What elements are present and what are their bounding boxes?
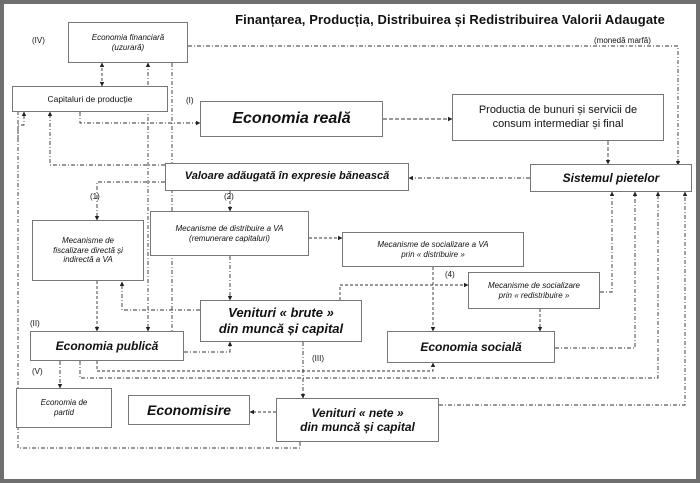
box-venituri-nete: Venituri « nete » din muncă și capital: [276, 398, 439, 442]
label-moneda-marfa: (monedă marfă): [594, 36, 651, 45]
connector-publica-piete: [79, 191, 661, 379]
label-ii: (II): [30, 319, 40, 328]
box-economia-publica: Economia publică: [30, 331, 184, 361]
box-productia: Productia de bunuri și servicii de consu…: [452, 94, 664, 141]
label-i: (I): [186, 96, 194, 105]
box-mecanisme-fiscalizare: Mecanisme de fiscalizare directă și indi…: [32, 220, 144, 281]
connector-publica-sociala: [96, 361, 436, 372]
connector-capitaluri-reala: [79, 112, 201, 126]
box-capitaluri-productie: Capitaluri de producție: [12, 86, 168, 112]
connector-valoare-fiscalizare: [94, 181, 165, 221]
box-mecanisme-socializare-distribuire: Mecanisme de socializare a VA prin « dis…: [342, 232, 524, 267]
label-2: (2): [224, 192, 234, 201]
label-iv: (IV): [32, 36, 45, 45]
label-4: (4): [445, 270, 455, 279]
connector-sociala-piete: [555, 191, 638, 349]
connector-brute-redistribuire: [339, 282, 469, 300]
box-mecanisme-socializare-redistribuire: Mecanisme de socializare prin « redistri…: [468, 272, 600, 309]
box-mecanisme-distribuire: Mecanisme de distribuire a VA (remunerar…: [150, 211, 309, 256]
box-economia-partid: Economia de partid: [16, 388, 112, 428]
box-valoare-adaugata: Valoare adăugată în expresie bănească: [165, 163, 409, 191]
connector-nete-piete: [439, 191, 688, 406]
connector-brute-fiscalizare: [119, 281, 200, 311]
box-economia-reala: Economia reală: [200, 101, 383, 137]
diagram-title: Finanțarea, Producția, Distribuirea și R…: [235, 12, 665, 27]
connector-redistribuire-piete: [600, 191, 615, 293]
box-economia-sociala: Economia socială: [387, 331, 555, 363]
label-1: (1): [90, 192, 100, 201]
connector-valoare-capitaluri: [47, 111, 165, 166]
connector-financiar-piete: [188, 45, 681, 166]
box-economisire: Economisire: [128, 395, 250, 425]
label-iii: (III): [312, 354, 324, 363]
box-economia-financiara: Economia financiară (uzurară): [68, 22, 188, 63]
label-v: (V): [32, 367, 43, 376]
connector-loop-capitaluri: [17, 111, 27, 140]
box-venituri-brute: Venituri « brute » din muncă și capital: [200, 300, 362, 342]
connector-publica-brute: [184, 341, 233, 353]
connector-nete-capitaluri: [12, 99, 301, 449]
box-sistemul-pietelor: Sistemul pietelor: [530, 164, 692, 192]
